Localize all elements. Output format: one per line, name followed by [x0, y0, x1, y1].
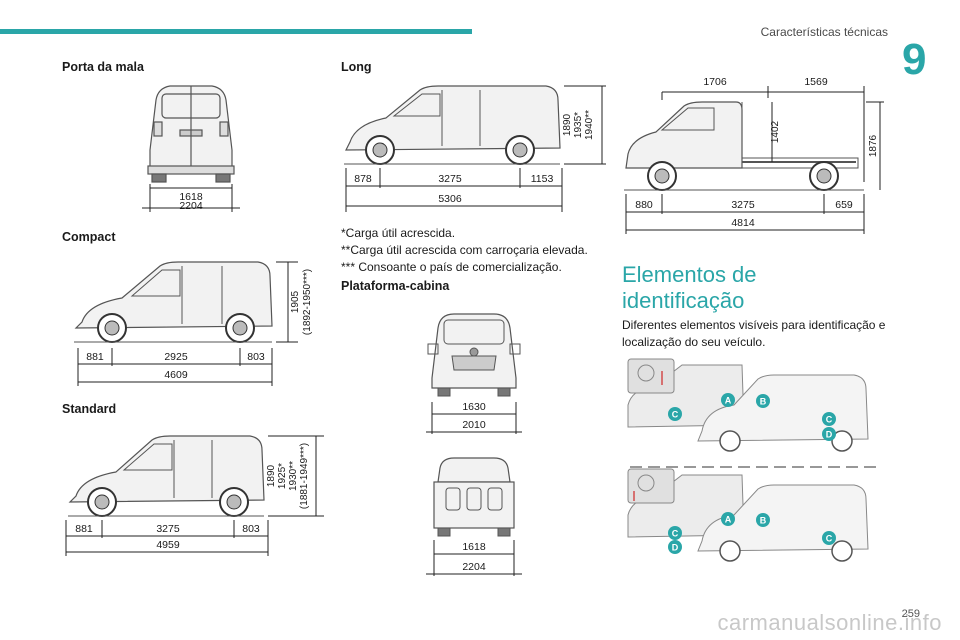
chassis-dim-wheelbase: 3275 [731, 199, 755, 211]
header-title: Características técnicas [760, 25, 888, 39]
identification-description: Diferentes elementos visíveis para ident… [622, 318, 886, 349]
compact-side-diagram: 1905 (1892-1950***) 881 2925 803 4609 [74, 261, 313, 386]
svg-text:B: B [760, 397, 767, 407]
marker-a-bottom: A [721, 512, 735, 526]
marker-b-top: B [756, 394, 770, 408]
plataforma-rear-dim-2: 2204 [462, 561, 486, 573]
marker-c-bottom-left: C [668, 526, 682, 540]
header-accent-bar [0, 29, 472, 34]
svg-text:D: D [672, 543, 679, 553]
porta-dim-total: 2204 [179, 200, 203, 212]
marker-d-bottom: D [668, 540, 682, 554]
section-title-standard: Standard [62, 402, 117, 416]
section-title-plataforma: Plataforma-cabina [341, 279, 450, 293]
long-dim-wheelbase: 3275 [438, 173, 462, 185]
compact-dim-rear: 803 [247, 351, 265, 363]
identification-title: Elementos de identificação [622, 262, 757, 314]
marker-c-top-right: C [822, 412, 836, 426]
standard-vert-1: 1890 [266, 464, 277, 487]
marker-a-top: A [721, 393, 735, 407]
standard-side-diagram: 1890 1925* 1930** (1881-1949***) 881 327… [65, 435, 324, 556]
chassis-top-dim-1: 1706 [703, 76, 727, 88]
long-dim-rear: 1153 [531, 173, 554, 185]
svg-text:B: B [760, 516, 767, 526]
note-3: *** Consoante o país de comercialização. [341, 260, 562, 274]
marker-b-bottom: B [756, 513, 770, 527]
long-vert-3: 1940** [584, 110, 595, 140]
standard-vert-4: (1881-1949***) [299, 443, 310, 509]
svg-text:C: C [826, 534, 833, 544]
porta-dim-width: 1618 [179, 191, 203, 203]
section-title-compact: Compact [62, 230, 116, 244]
plataforma-rear-dim-1: 1618 [462, 541, 486, 553]
identification-title-line1: Elementos de [622, 262, 757, 287]
chassis-dim-rear: 659 [835, 199, 853, 211]
svg-text:D: D [826, 430, 833, 440]
svg-text:C: C [672, 529, 679, 539]
chassis-side-diagram: 1706 1569 1402 1876 880 3275 659 4814 [624, 76, 884, 234]
plataforma-front-dim-1: 1630 [462, 401, 486, 413]
section-title-long: Long [341, 60, 372, 74]
porta-rear-diagram: 1618 [142, 85, 240, 212]
note-2: **Carga útil acrescida com carroçaria el… [341, 243, 588, 257]
svg-text:A: A [725, 396, 732, 406]
plataforma-front-dim-2: 2010 [462, 419, 486, 431]
standard-vert-3: 1930** [288, 461, 299, 491]
identification-title-line2: identificação [622, 288, 745, 313]
chapter-number: 9 [902, 35, 927, 84]
standard-dim-rear: 803 [242, 523, 260, 535]
svg-text:C: C [672, 410, 679, 420]
compact-vert-1: 1905 [290, 290, 301, 313]
chassis-vert-1: 1402 [770, 120, 781, 143]
long-dim-front: 878 [354, 173, 372, 185]
plataforma-rear-diagram: 1618 2204 [426, 457, 522, 576]
svg-text:A: A [725, 515, 732, 525]
standard-dim-wheelbase: 3275 [156, 523, 180, 535]
standard-dim-total: 4959 [156, 539, 180, 551]
chassis-dim-total: 4814 [731, 217, 755, 229]
compact-vert-2: (1892-1950***) [302, 269, 313, 335]
long-dim-total: 5306 [438, 193, 462, 205]
compact-dim-total: 4609 [164, 369, 188, 381]
long-vert-1: 1890 [562, 113, 573, 136]
marker-c-top-left: C [668, 407, 682, 421]
long-side-diagram: 1890 1935* 1940** 878 3275 1153 5306 [344, 85, 606, 212]
long-vert-2: 1935* [573, 112, 584, 138]
svg-text:C: C [826, 415, 833, 425]
marker-d-top: D [822, 427, 836, 441]
plataforma-front-diagram: 1630 2010 [426, 313, 522, 434]
porta-dim-total-row: 2204 [179, 200, 203, 212]
compact-dim-front: 881 [86, 351, 104, 363]
page-number: 259 [901, 608, 920, 620]
chassis-dim-front: 880 [635, 199, 653, 211]
chassis-vert-2: 1876 [868, 134, 879, 157]
section-title-porta: Porta da mala [62, 60, 144, 74]
marker-c-bottom-right: C [822, 531, 836, 545]
compact-dim-wheelbase: 2925 [164, 351, 188, 363]
standard-dim-front: 881 [75, 523, 93, 535]
note-1: *Carga útil acrescida. [341, 226, 456, 240]
standard-vert-2: 1925* [277, 463, 288, 489]
watermark: carmanualsonline.info [717, 610, 942, 635]
identification-illustration: A B C C D A B C D C [627, 358, 876, 562]
chassis-top-dim-2: 1569 [804, 76, 828, 88]
